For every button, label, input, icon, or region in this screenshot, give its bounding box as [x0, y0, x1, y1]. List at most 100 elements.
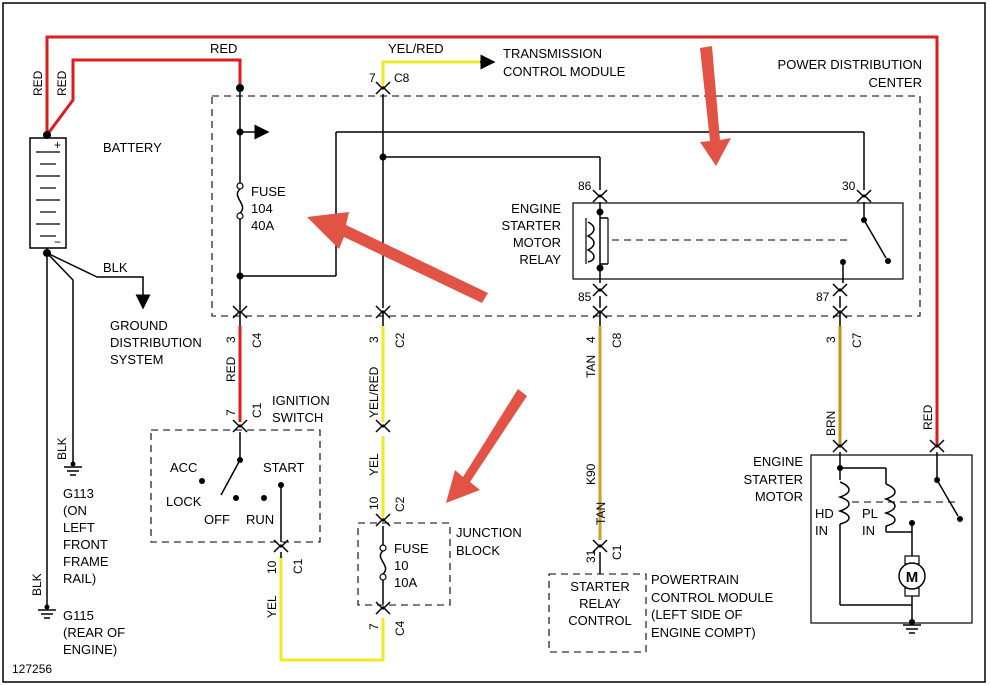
ignition-switch-icon [199, 432, 284, 542]
red-wire-to-pdc [45, 58, 242, 136]
pin-label-30: 30 [842, 179, 856, 193]
g115-label-3: ENGINE) [63, 642, 117, 657]
connector-id: C4 [393, 620, 407, 636]
g113-label-6: RAIL) [63, 571, 96, 586]
motor-icon [898, 555, 926, 622]
src-label-1: STARTER [570, 579, 629, 594]
src-label-2: RELAY [579, 596, 621, 611]
blk-wire-label: BLK [103, 260, 128, 275]
fuse-10-icon [379, 550, 387, 575]
connector-ign-c1-icon [232, 419, 248, 433]
g113-label-2: (ON [63, 503, 87, 518]
connector-id: C1 [291, 558, 305, 574]
yel-red-wire-label: YEL/RED [367, 366, 381, 418]
blk-wire-label: BLK [30, 573, 44, 596]
g113-label-3: LEFT [63, 520, 95, 535]
figure-number: 127256 [12, 662, 52, 676]
connector-number: 10 [265, 560, 279, 574]
connector-jb-c4-icon [375, 601, 391, 615]
red-wire-label: RED [31, 70, 45, 96]
yel-wire-loop [279, 556, 385, 662]
pin-label-86: 86 [578, 179, 592, 193]
starter-motor-label-2: STARTER [744, 472, 803, 487]
ign-position-lock: LOCK [166, 494, 202, 509]
connector-id: C1 [250, 402, 264, 418]
connector-starter-red-icon [929, 439, 945, 453]
connector-number: 7 [224, 409, 238, 416]
power-distribution-center-box [211, 95, 921, 317]
svg-text:+: + [54, 138, 61, 152]
junction-label-2: BLOCK [456, 543, 500, 558]
ign-position-off: OFF [204, 512, 230, 527]
battery-label: BATTERY [103, 140, 162, 155]
pcm-label-2: CONTROL MODULE [651, 590, 774, 605]
tan-wire-label: TAN [584, 355, 598, 378]
pcm-label-3: (LEFT SIDE OF [651, 607, 743, 622]
connector-id: C8 [610, 332, 624, 348]
ignition-label-2: SWITCH [272, 410, 323, 425]
red-wire-label: RED [921, 404, 935, 430]
connector-number: 3 [824, 336, 838, 343]
ground-icon [903, 619, 921, 634]
connector-id: C4 [250, 332, 264, 348]
connector-number: 31 [584, 549, 598, 563]
blk-wire-ground-system [46, 252, 151, 310]
connector-c4-icon [232, 305, 248, 326]
connector-id: C7 [850, 332, 864, 348]
connector-pcm-c1-icon [592, 539, 608, 574]
connector-number: 7 [369, 71, 376, 85]
junction-label-1: JUNCTION [456, 525, 522, 540]
relay-label-1: ENGINE [511, 201, 561, 216]
tcm-label-1: TRANSMISSION [503, 46, 602, 61]
fuse10-label-2: 10 [394, 558, 408, 573]
fuse104-label-1: FUSE [251, 184, 286, 199]
connector-number: 4 [584, 336, 598, 343]
pcm-label-1: POWERTRAIN [651, 572, 739, 587]
starter-windings-icon [837, 452, 915, 606]
pin-label-85: 85 [578, 290, 592, 304]
brn-wire-label: BRN [824, 411, 838, 436]
connector-ign-c1b-icon [273, 539, 289, 558]
yel-red-wire-label: YEL/RED [388, 41, 444, 56]
connector-86-icon [592, 189, 608, 203]
src-label-3: CONTROL [568, 613, 632, 628]
fuse10-label-1: FUSE [394, 541, 429, 556]
ground-system-label-1: GROUND [110, 318, 168, 333]
connector-85-icon [592, 283, 608, 326]
connector-c8-top-icon [375, 81, 391, 95]
connector-number: 7 [367, 623, 381, 630]
ign-position-start: START [263, 460, 304, 475]
connector-87-icon [832, 283, 848, 326]
red-wire-label: RED [224, 356, 238, 382]
yel-wire-label: YEL [367, 453, 381, 476]
connector-id: C2 [393, 332, 407, 348]
hd-in-label-1: HD [815, 506, 834, 521]
starter-motor-label-1: ENGINE [753, 454, 803, 469]
connector-id: C8 [394, 71, 410, 85]
g115-label-1: G115 [63, 608, 94, 623]
red-wire-label: RED [55, 70, 69, 96]
relay-label-3: MOTOR [513, 235, 561, 250]
pcm-box [548, 573, 647, 653]
tcm-label-2: CONTROL MODULE [503, 64, 626, 79]
hd-in-label-2: IN [815, 523, 828, 538]
callout-arrow-fuse104 [307, 212, 488, 303]
pin-label-87: 87 [816, 290, 830, 304]
fuse10-label-3: 10A [394, 575, 417, 590]
callout-arrow-fuse10 [446, 389, 527, 503]
tan-wire-label: TAN [594, 502, 608, 525]
fuse104-label-3: 40A [251, 218, 274, 233]
pdc-label-1: POWER DISTRIBUTION [778, 57, 922, 72]
junction-block-box [357, 522, 451, 606]
callout-arrow-pdc [700, 46, 731, 166]
pdc-label-2: CENTER [869, 75, 922, 90]
connector-30-icon [856, 189, 872, 203]
ground-icon [38, 604, 56, 619]
connector-number: 3 [367, 336, 381, 343]
yel-red-wire-tcm [381, 60, 480, 88]
relay-coil-icon [585, 217, 609, 265]
starter-motor-box [810, 454, 973, 624]
